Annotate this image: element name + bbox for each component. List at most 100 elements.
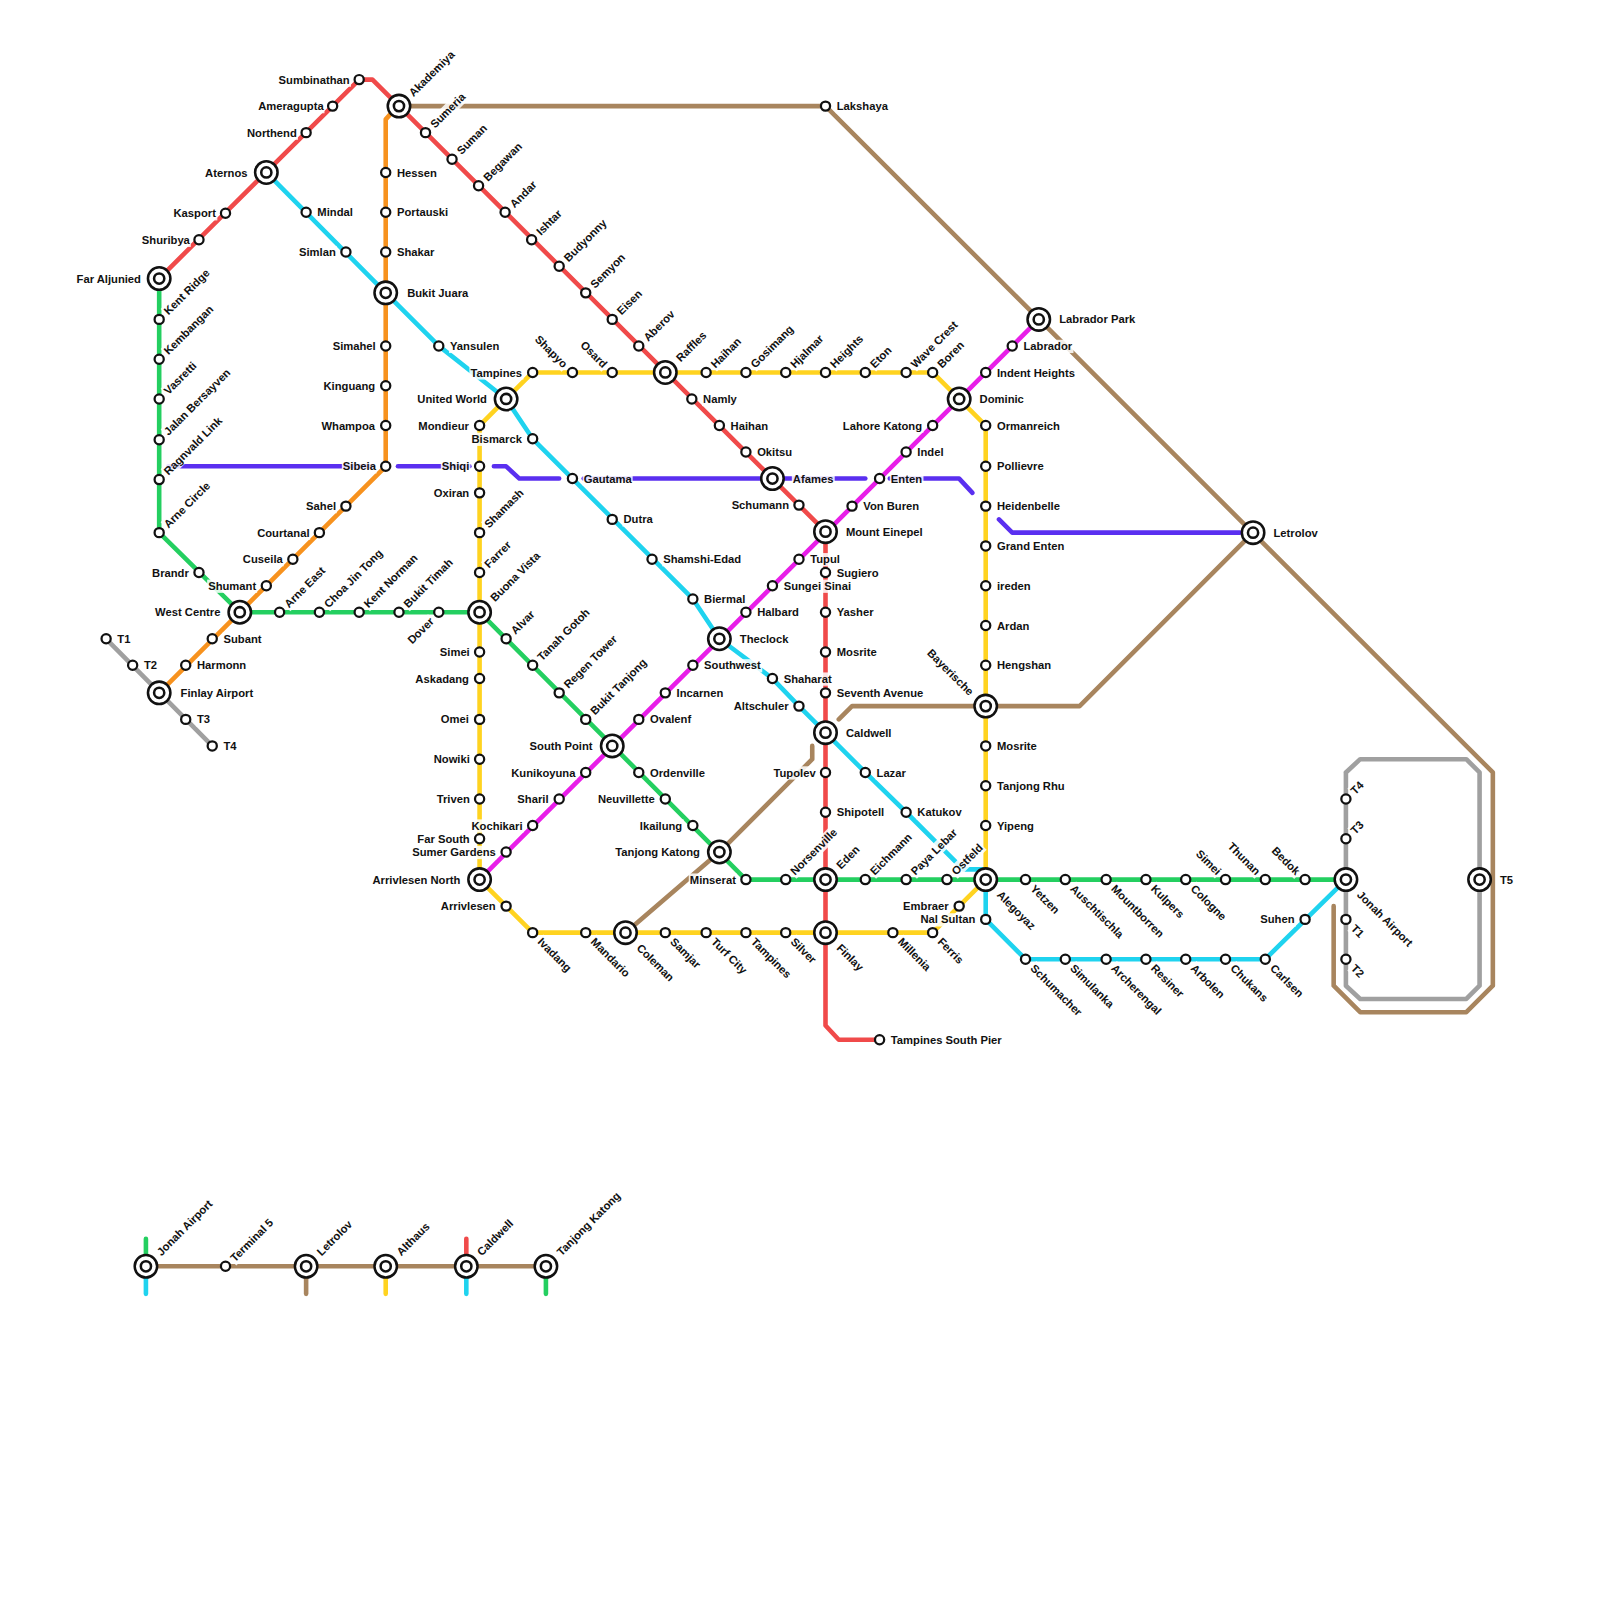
station-label: Kulpers	[1147, 881, 1187, 921]
station-marker	[154, 273, 164, 283]
station-label: Neuvillette	[597, 792, 656, 805]
station-marker	[502, 634, 511, 643]
station-label: Sumeria	[427, 89, 469, 131]
station-marker	[315, 528, 324, 537]
station-marker	[381, 168, 390, 177]
station-marker	[262, 581, 271, 590]
station-label: Sibeia	[342, 460, 377, 473]
station-label: Eton	[867, 343, 895, 371]
station-label: Heidenbelle	[996, 499, 1061, 512]
station-label: West Centre	[154, 606, 221, 619]
station-marker	[821, 768, 830, 777]
station-label: Dutra	[622, 513, 653, 526]
station-label: Finlay Airport	[180, 686, 255, 699]
station-marker	[661, 794, 670, 803]
station-label: South Point	[529, 739, 594, 752]
station-label: Shiqi	[441, 460, 470, 473]
station-marker	[820, 527, 830, 537]
station-marker	[948, 388, 970, 410]
station-marker	[607, 741, 617, 751]
station-label: Schumann	[731, 498, 790, 511]
station-marker	[295, 1255, 317, 1277]
station-marker	[421, 128, 430, 137]
station-label: Northend	[246, 126, 298, 139]
station-label: Yasher	[836, 606, 875, 619]
station-label: Andar	[507, 177, 541, 211]
station-marker	[1061, 955, 1070, 964]
station-marker	[194, 568, 203, 577]
station-label: Far Aljunied	[76, 272, 142, 285]
station-label: Shaharat	[783, 672, 833, 685]
station-label: Biermal	[703, 592, 746, 605]
station-label: Hjalmar	[787, 331, 827, 371]
station-marker	[1141, 955, 1150, 964]
station-label: Arbolen	[1187, 961, 1228, 1002]
station-label: Incarnen	[676, 686, 725, 699]
station-marker	[1300, 915, 1309, 924]
station-marker	[974, 695, 996, 717]
station-label: Chukans	[1227, 961, 1271, 1005]
station-marker	[768, 581, 777, 590]
station-marker	[1248, 528, 1258, 538]
station-marker	[255, 161, 277, 183]
station-marker	[581, 715, 590, 724]
station-marker	[981, 781, 990, 790]
station-marker	[614, 921, 636, 943]
station-label: Shumant	[207, 579, 257, 592]
station-marker	[341, 502, 350, 511]
station-label: Aternos	[204, 166, 248, 179]
station-marker	[647, 555, 656, 564]
station-label: T3	[1347, 817, 1367, 837]
station-marker	[528, 368, 537, 377]
station-marker	[981, 874, 991, 884]
station-marker	[814, 921, 836, 943]
station-marker	[154, 688, 164, 698]
station-label: Regen Tower	[561, 631, 621, 691]
station-marker	[148, 682, 170, 704]
station-marker	[861, 768, 870, 777]
station-marker	[981, 661, 990, 670]
station-marker	[794, 555, 803, 564]
station-marker	[608, 368, 617, 377]
station-marker	[328, 102, 337, 111]
station-marker	[1261, 955, 1270, 964]
station-marker	[394, 101, 404, 111]
station-label: Vasretti	[161, 358, 201, 398]
station-marker	[475, 755, 484, 764]
station-marker	[535, 1255, 557, 1277]
station-marker	[501, 208, 510, 217]
station-label: Turf City	[708, 934, 751, 977]
station-label: Ikailung	[639, 819, 683, 832]
station-label: Ivadang	[534, 934, 575, 975]
station-marker	[767, 473, 777, 483]
station-marker	[475, 528, 484, 537]
station-label: Dominic	[979, 392, 1025, 405]
station-marker	[434, 608, 443, 617]
station-marker	[1341, 794, 1350, 803]
station-marker	[501, 394, 511, 404]
station-marker	[135, 1255, 157, 1277]
station-marker	[942, 875, 951, 884]
station-label: Mindal	[316, 206, 354, 219]
station-label: Farrer	[481, 537, 515, 571]
station-label: Alvar	[508, 607, 539, 638]
station-label: Althaus	[393, 1219, 433, 1259]
station-marker	[541, 1261, 551, 1271]
station-marker	[468, 601, 490, 623]
station-marker	[981, 581, 990, 590]
station-marker	[381, 421, 390, 430]
station-marker	[821, 808, 830, 817]
station-label: Bedok	[1268, 843, 1303, 878]
station-marker	[687, 394, 696, 403]
station-label: Mosrite	[836, 645, 878, 658]
station-marker	[708, 628, 730, 650]
station-label: Jonah Airport	[153, 1196, 216, 1259]
station-marker	[475, 421, 484, 430]
station-label: Osard	[577, 337, 611, 371]
station-marker	[955, 902, 964, 911]
station-marker	[388, 95, 410, 117]
station-label: Cuseila	[242, 553, 284, 566]
station-label: Tampines	[469, 366, 523, 379]
station-marker	[981, 541, 990, 550]
station-marker	[235, 607, 245, 617]
